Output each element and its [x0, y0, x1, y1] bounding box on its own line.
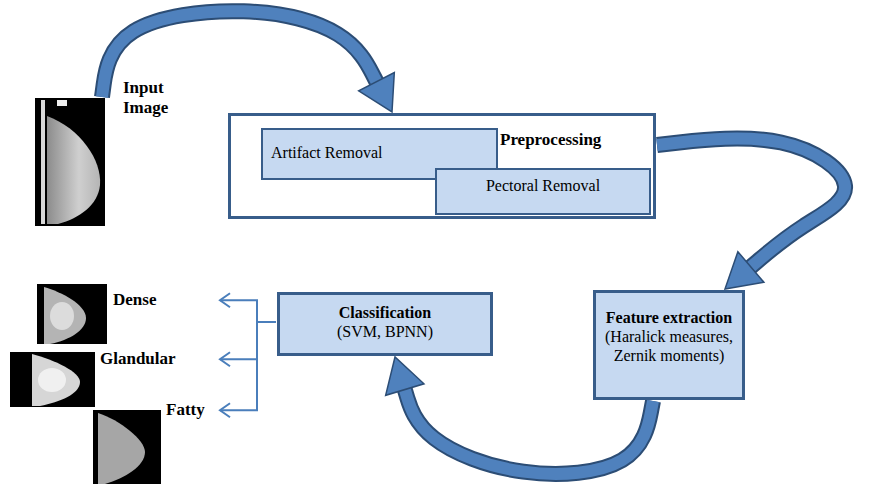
breast-shape	[98, 413, 145, 484]
process-detail: (SVM, BPNN)	[286, 322, 484, 341]
flow-arrow	[657, 139, 845, 267]
image-ground	[93, 410, 161, 484]
flow-arrow	[405, 390, 653, 474]
class-label: Glandular	[100, 349, 176, 369]
process-box: Pectoral Removal	[435, 168, 651, 215]
dense-tissue	[50, 302, 74, 330]
process-heading: Feature extraction	[601, 308, 737, 327]
breast-shape	[47, 116, 100, 224]
film-tag	[57, 100, 67, 106]
output-image: Dense	[37, 284, 159, 344]
image-ground	[37, 284, 107, 344]
artifact-strip	[41, 100, 45, 224]
breast-shape	[32, 354, 80, 406]
glandular-mammogram	[10, 352, 95, 407]
dense-mammogram	[37, 284, 107, 344]
input-mammogram	[35, 98, 105, 226]
process-heading: Classification	[286, 303, 484, 322]
process-box: Feature extraction(Haralick measures, Ze…	[593, 290, 745, 400]
image-ground	[35, 98, 105, 226]
class-label: Dense	[113, 290, 156, 310]
process-detail: (Haralick measures, Zernik moments)	[601, 327, 737, 365]
preprocessing-group: PreprocessingArtifact RemovalPectoral Re…	[228, 113, 656, 219]
output-arrow	[220, 322, 276, 359]
breast-shape	[44, 287, 86, 344]
input-image: Input Image	[35, 98, 105, 226]
output-arrow	[220, 322, 276, 410]
arrow-outline	[405, 390, 653, 474]
output-image: Fatty	[93, 410, 207, 484]
glandular-tissue	[38, 368, 66, 392]
group-heading: Preprocessing	[500, 130, 601, 150]
output-arrow	[220, 300, 276, 322]
arrow-outline	[657, 139, 845, 267]
output-image: Glandular	[10, 352, 178, 407]
class-label: Fatty	[166, 400, 205, 420]
fatty-mammogram	[93, 410, 161, 484]
process-label: Pectoral Removal	[445, 176, 641, 195]
image-ground	[10, 352, 95, 407]
image-label: Input Image	[123, 78, 185, 119]
process-box: Classification(SVM, BPNN)	[277, 292, 493, 356]
process-label: Artifact Removal	[271, 143, 488, 162]
